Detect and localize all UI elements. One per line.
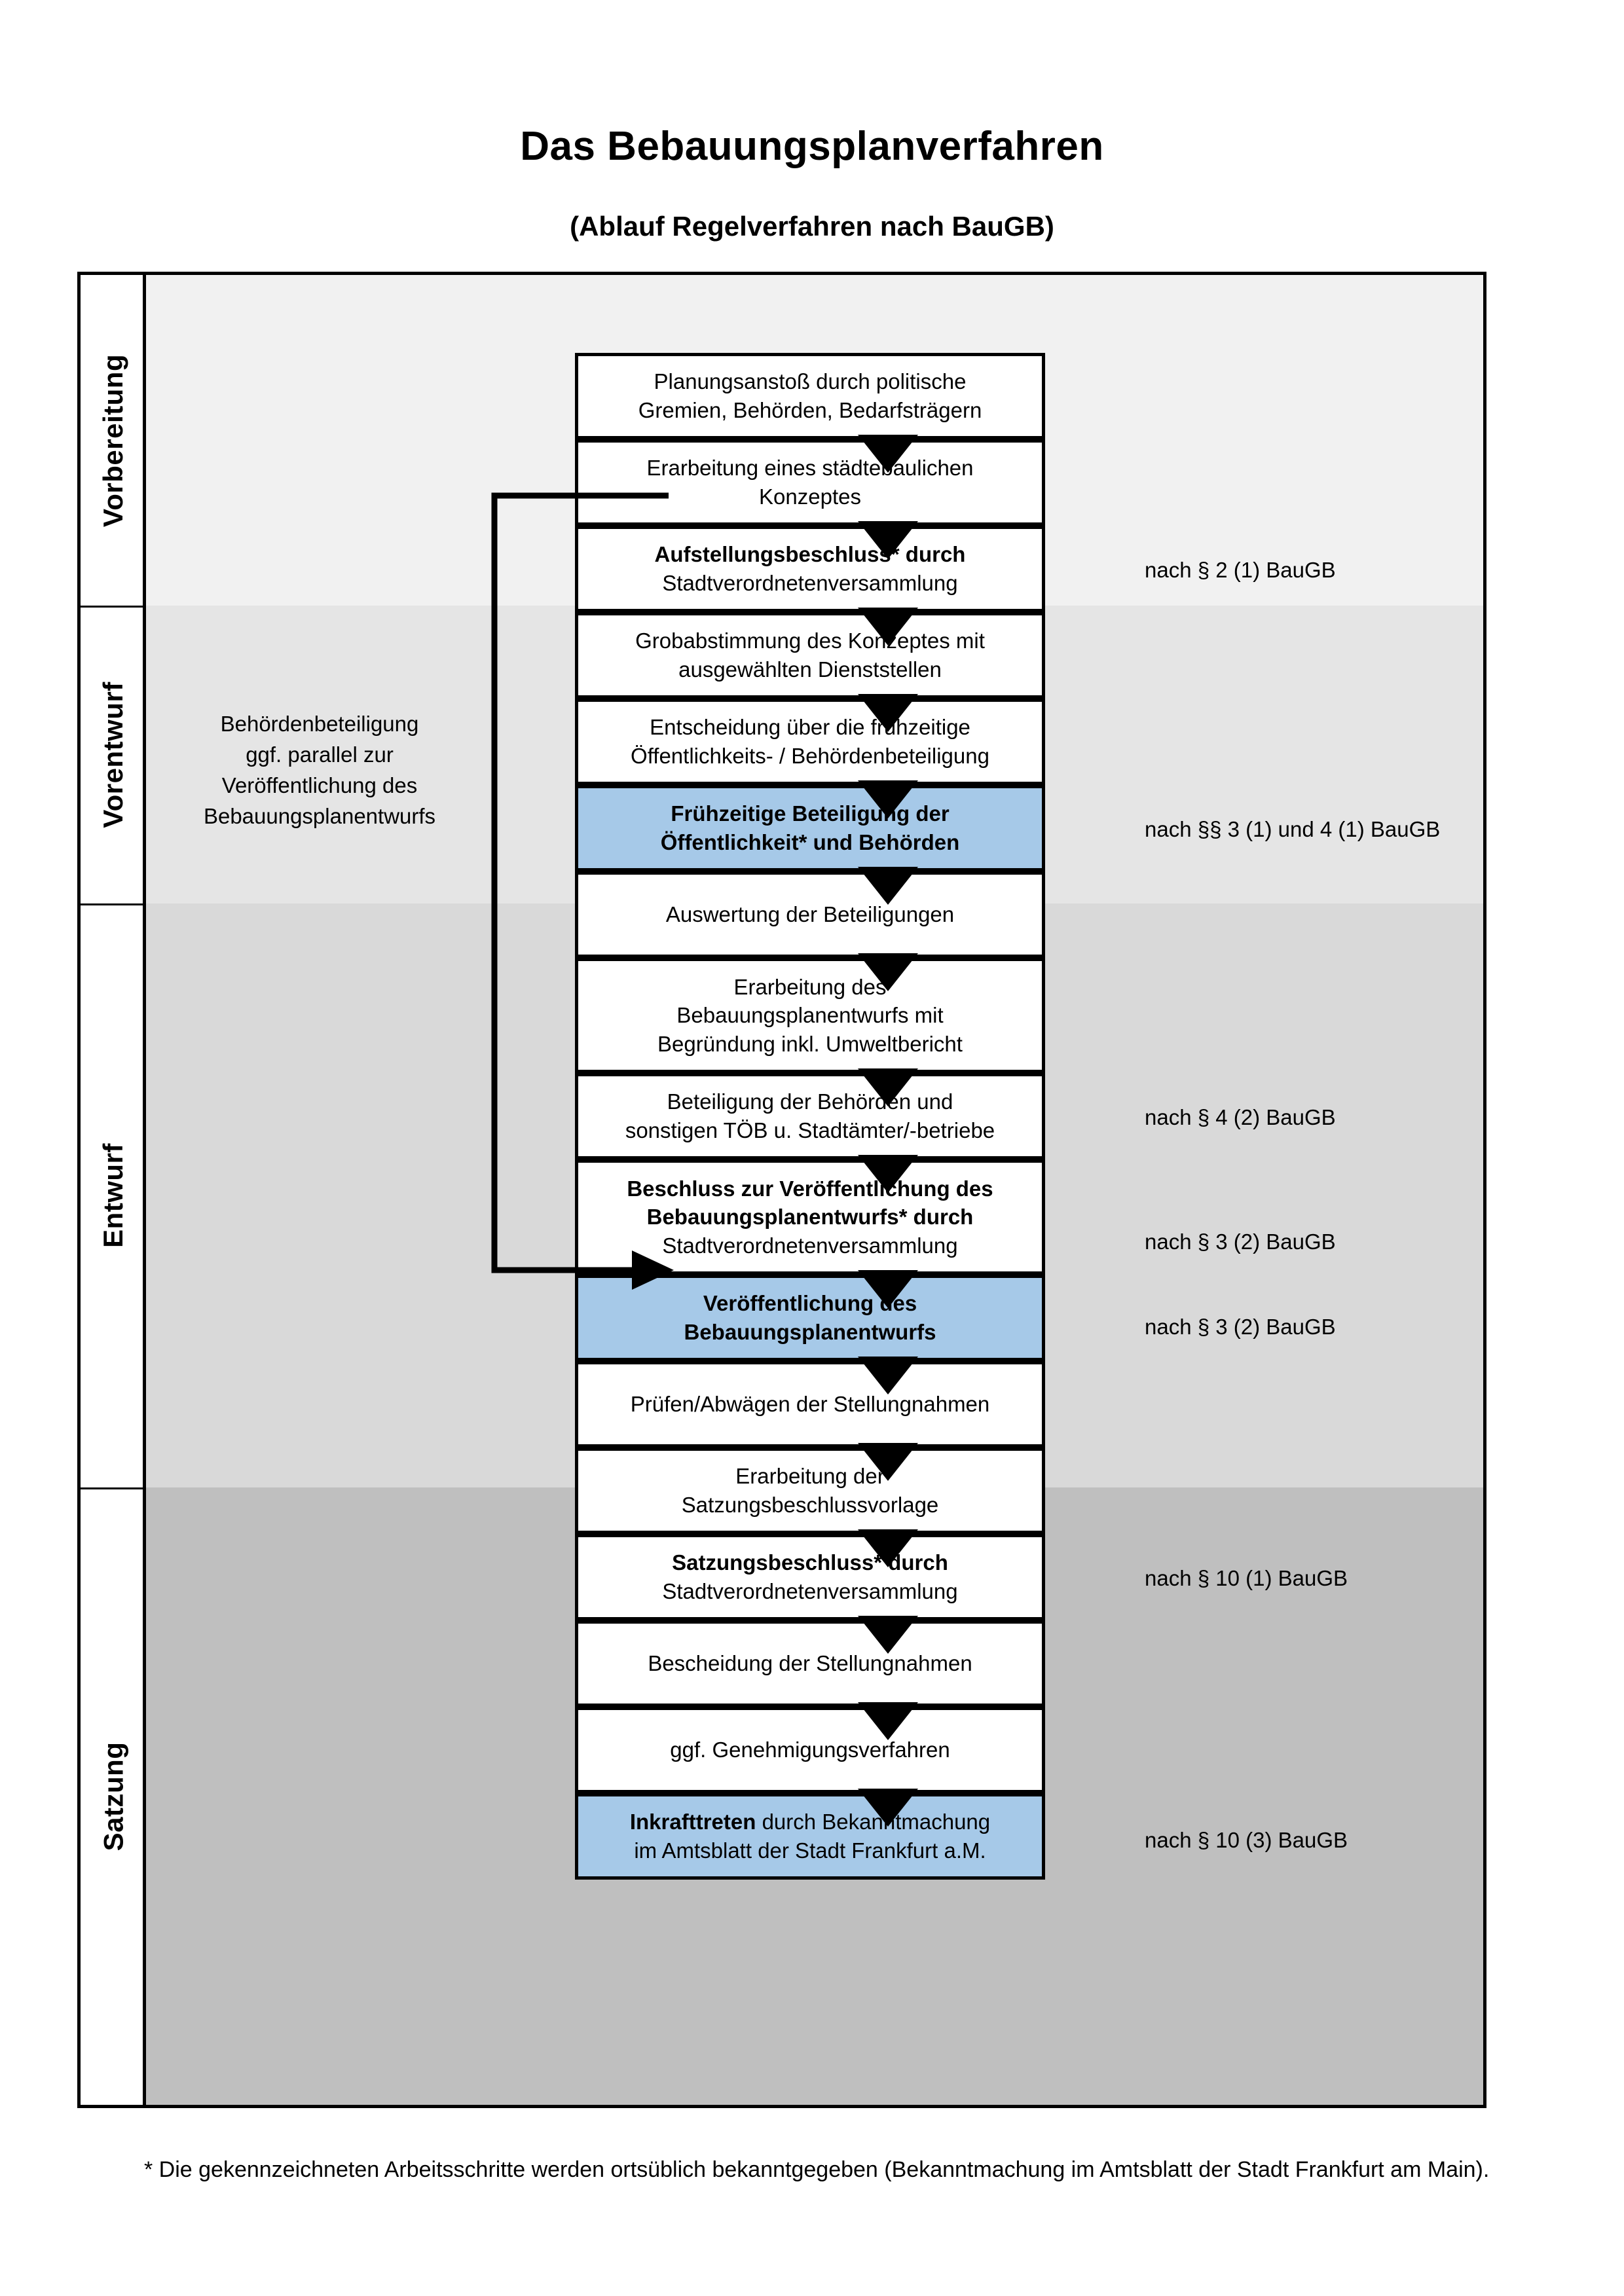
- legal-ref-paragraph-3-2-b: nach § 3 (2) BauGB: [1145, 1315, 1336, 1339]
- process-box-line: Begründung inkl. Umweltbericht: [657, 1031, 963, 1056]
- phase-label-divider-3: [81, 1487, 146, 1489]
- side-note-behoerdenbeteiligung: Behördenbeteiligung ggf. parallel zur Ve…: [166, 709, 473, 831]
- phase-label-satzung: Satzung: [81, 1487, 146, 2105]
- process-box-genehmigungsverfahren[interactable]: ggf. Genehmigungsverfahren: [575, 1707, 1045, 1793]
- flow-arrow-s4-s5: [858, 694, 918, 732]
- legal-ref-paragraph-10-1: nach § 10 (1) BauGB: [1145, 1566, 1348, 1590]
- phase-label-column: Vorbereitung Vorentwurf Entwurf Satzung: [81, 275, 146, 2105]
- process-box-auswertung-beteiligungen[interactable]: Auswertung der Beteiligungen: [575, 871, 1045, 958]
- legal-ref-paragraph-4-2: nach § 4 (2) BauGB: [1145, 1105, 1336, 1129]
- flow-arrow-s8-s9: [858, 1068, 918, 1106]
- process-box-inkrafttreten[interactable]: Inkrafttreten durch Bekanntmachung im Am…: [575, 1793, 1045, 1880]
- side-note-line: Behördenbeteiligung: [220, 712, 419, 736]
- process-box-line: Gremien, Behörden, Bedarfsträgern: [638, 398, 982, 422]
- page-subtitle: (Ablauf Regelverfahren nach BauGB): [570, 211, 1054, 242]
- process-box-staedtebauliches-konzept[interactable]: Erarbeitung eines städtebaulichen Konzep…: [575, 439, 1045, 526]
- legal-ref-paragraph-2-1: nach § 2 (1) BauGB: [1145, 558, 1336, 582]
- phase-label-divider-2: [81, 903, 146, 905]
- process-box-line: Grobabstimmung des Konzeptes mit: [635, 629, 985, 653]
- flow-arrow-s13-s14: [858, 1529, 918, 1567]
- process-box-line: Konzeptes: [759, 484, 861, 509]
- legal-ref-paragraph-10-3: nach § 10 (3) BauGB: [1145, 1828, 1348, 1852]
- process-box-line: Stadtverordnetenversammlung: [662, 571, 958, 595]
- process-box-satzungsbeschluss[interactable]: Satzungsbeschluss* durch Stadtverordnete…: [575, 1534, 1045, 1620]
- process-box-line: Bescheidung der Stellungnahmen: [648, 1651, 972, 1676]
- phase-label-vorentwurf: Vorentwurf: [81, 606, 146, 903]
- process-box-line: Erarbeitung eines städtebaulichen: [646, 456, 974, 481]
- legal-ref-paragraph-3-2-a: nach § 3 (2) BauGB: [1145, 1230, 1336, 1254]
- parallel-branch-connector: [491, 492, 674, 1290]
- phase-label-text: Entwurf: [98, 1143, 128, 1248]
- process-box-line-bold: Inkrafttreten: [629, 1810, 756, 1834]
- process-box-line: Auswertung der Beteiligungen: [665, 902, 955, 927]
- flow-arrow-s5-s6: [858, 780, 918, 818]
- flow-arrow-s1-s2: [858, 435, 918, 473]
- phase-label-text: Satzung: [98, 1741, 129, 1851]
- process-box-fruehzeitige-beteiligung[interactable]: Frühzeitige Beteiligung der Öffentlichke…: [575, 785, 1045, 871]
- process-box-beschluss-veroeffentlichung[interactable]: Beschluss zur Veröffentlichung des Bebau…: [575, 1159, 1045, 1275]
- process-box-satzungsbeschlussvorlage[interactable]: Erarbeitung der Satzungsbeschlussvorlage: [575, 1448, 1045, 1534]
- process-box-bescheidung-stellungnahmen[interactable]: Bescheidung der Stellungnahmen: [575, 1620, 1045, 1707]
- flow-arrow-s2-s3: [858, 521, 918, 559]
- process-box-line: Öffentlichkeits- / Behördenbeteiligung: [631, 744, 989, 768]
- process-box-line: Stadtverordnetenversammlung: [662, 1579, 958, 1603]
- process-box-line: Planungsanstoß durch politische: [654, 369, 967, 394]
- process-box-line: Stadtverordnetenversammlung: [662, 1233, 958, 1258]
- phase-label-entwurf: Entwurf: [81, 903, 146, 1487]
- process-box-line: Bebauungsplanentwurfs mit: [676, 1003, 944, 1028]
- phase-label-text: Vorentwurf: [98, 681, 128, 828]
- process-box-line-bold: Bebauungsplanentwurfs: [684, 1320, 936, 1344]
- process-box-planungsanstoss[interactable]: Planungsanstoß durch politische Gremien,…: [575, 353, 1045, 439]
- process-box-line: im Amtsblatt der Stadt Frankfurt a.M.: [634, 1838, 986, 1863]
- flow-arrow-s10-s11: [858, 1270, 918, 1308]
- flow-arrow-s14-s15: [858, 1616, 918, 1654]
- side-note-line: ggf. parallel zur: [246, 742, 394, 767]
- phase-label-vorbereitung: Vorbereitung: [81, 275, 146, 606]
- process-box-line: Satzungsbeschlussvorlage: [681, 1493, 939, 1517]
- process-box-line: Prüfen/Abwägen der Stellungnahmen: [630, 1392, 990, 1417]
- process-box-line-bold: Aufstellungsbeschluss* durch: [654, 542, 966, 567]
- flow-arrow-s7-s8: [858, 953, 918, 991]
- process-box-line: ausgewählten Dienststellen: [678, 657, 942, 682]
- process-box-line: sonstigen TÖB u. Stadtämter/-betriebe: [625, 1118, 995, 1142]
- process-box-line: Entscheidung über die frühzeitige: [650, 715, 970, 740]
- process-box-line: ggf. Genehmigungsverfahren: [670, 1738, 950, 1762]
- flow-arrow-s12-s13: [858, 1443, 918, 1481]
- process-box-line-bold: Beschluss zur Veröffentlichung des: [627, 1176, 993, 1201]
- flow-arrow-s11-s12: [858, 1357, 918, 1394]
- legal-ref-paragraph-3-1-4-1: nach §§ 3 (1) und 4 (1) BauGB: [1145, 817, 1441, 841]
- process-box-grobabstimmung[interactable]: Grobabstimmung des Konzeptes mit ausgewä…: [575, 612, 1045, 699]
- process-box-veroeffentlichung-bebauungsplanentwurf[interactable]: Veröffentlichung des Bebauungsplanentwur…: [575, 1275, 1045, 1361]
- process-box-pruefen-abwaegen[interactable]: Prüfen/Abwägen der Stellungnahmen: [575, 1361, 1045, 1448]
- page-title: Das Bebauungsplanverfahren: [520, 124, 1104, 169]
- flow-arrow-s15-s16: [858, 1702, 918, 1740]
- flow-arrow-s16-s17: [858, 1789, 918, 1827]
- side-note-line: Bebauungsplanentwurfs: [203, 803, 436, 828]
- footnote-text: * Die gekennzeichneten Arbeitsschritte w…: [144, 2157, 1490, 2182]
- process-box-line-bold: Bebauungsplanentwurfs* durch: [646, 1205, 974, 1230]
- process-box-line-bold: Öffentlichkeit* und Behörden: [660, 830, 960, 854]
- process-box-erarbeitung-bebauungsplanentwurf[interactable]: Erarbeitung des Bebauungsplanentwurfs mi…: [575, 958, 1045, 1073]
- flowchart-frame: Vorbereitung Vorentwurf Entwurf Satzung …: [77, 272, 1486, 2108]
- flow-arrow-s6-s7: [858, 867, 918, 905]
- flow-arrow-s3-s4: [858, 608, 918, 646]
- phase-label-text: Vorbereitung: [98, 354, 129, 527]
- phase-label-divider-1: [81, 606, 146, 608]
- side-note-line: Veröffentlichung des: [221, 773, 418, 797]
- flow-arrow-s9-s10: [858, 1155, 918, 1193]
